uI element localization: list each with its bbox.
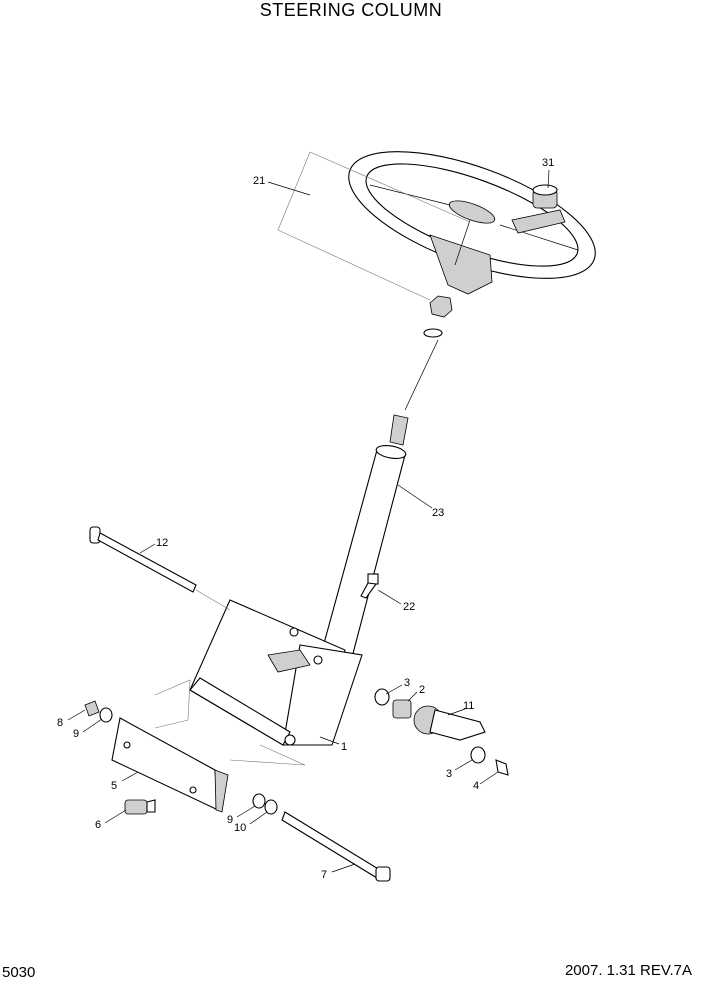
callout-31: 31 [542, 157, 554, 169]
mounting-bracket [189, 599, 363, 746]
page-title: STEERING COLUMN [259, 0, 443, 20]
callout-11: 11 [463, 700, 474, 712]
revision-date: 2007. 1.31 REV.7A [564, 962, 692, 979]
plate-5 [111, 717, 229, 813]
washer-3-bottom [470, 746, 486, 764]
callout-7: 7 [321, 869, 327, 881]
washer-10 [264, 799, 278, 815]
lever-11 [413, 705, 486, 741]
callout-6: 6 [95, 819, 101, 831]
callout-4: 4 [473, 780, 479, 792]
callout-10: 10 [234, 822, 246, 834]
callout-8: 8 [57, 717, 63, 729]
callout-9-right: 9 [227, 814, 233, 826]
long-bolt-7 [281, 811, 391, 882]
bushing-2 [392, 699, 412, 719]
bolt-4 [495, 759, 509, 776]
callout-1: 1 [341, 741, 347, 753]
nut-8 [84, 700, 100, 717]
steering-knob [532, 184, 558, 209]
bolt-22 [360, 573, 379, 599]
callout-22: 22 [403, 601, 415, 613]
callout-23: 23 [432, 507, 444, 519]
callout-12: 12 [156, 537, 168, 549]
steering-column-tube [319, 414, 409, 666]
callout-2: 2 [419, 684, 425, 696]
washer-9-left [99, 707, 113, 723]
steering-wheel [348, 151, 596, 295]
callout-bracket-21 [277, 151, 471, 301]
callout-5: 5 [111, 780, 117, 792]
callout-9-left: 9 [73, 728, 79, 740]
callout-3-bottom: 3 [446, 768, 452, 780]
shaft-nut [423, 295, 453, 338]
washer-9-right [252, 793, 266, 809]
callout-3-top: 3 [404, 677, 410, 689]
leader-lines [67, 169, 550, 873]
page-number: 5030 [2, 964, 36, 981]
washer-3-top [374, 688, 390, 706]
bolt-6 [124, 799, 156, 815]
callout-21: 21 [253, 175, 265, 187]
long-bolt-12 [89, 526, 197, 593]
